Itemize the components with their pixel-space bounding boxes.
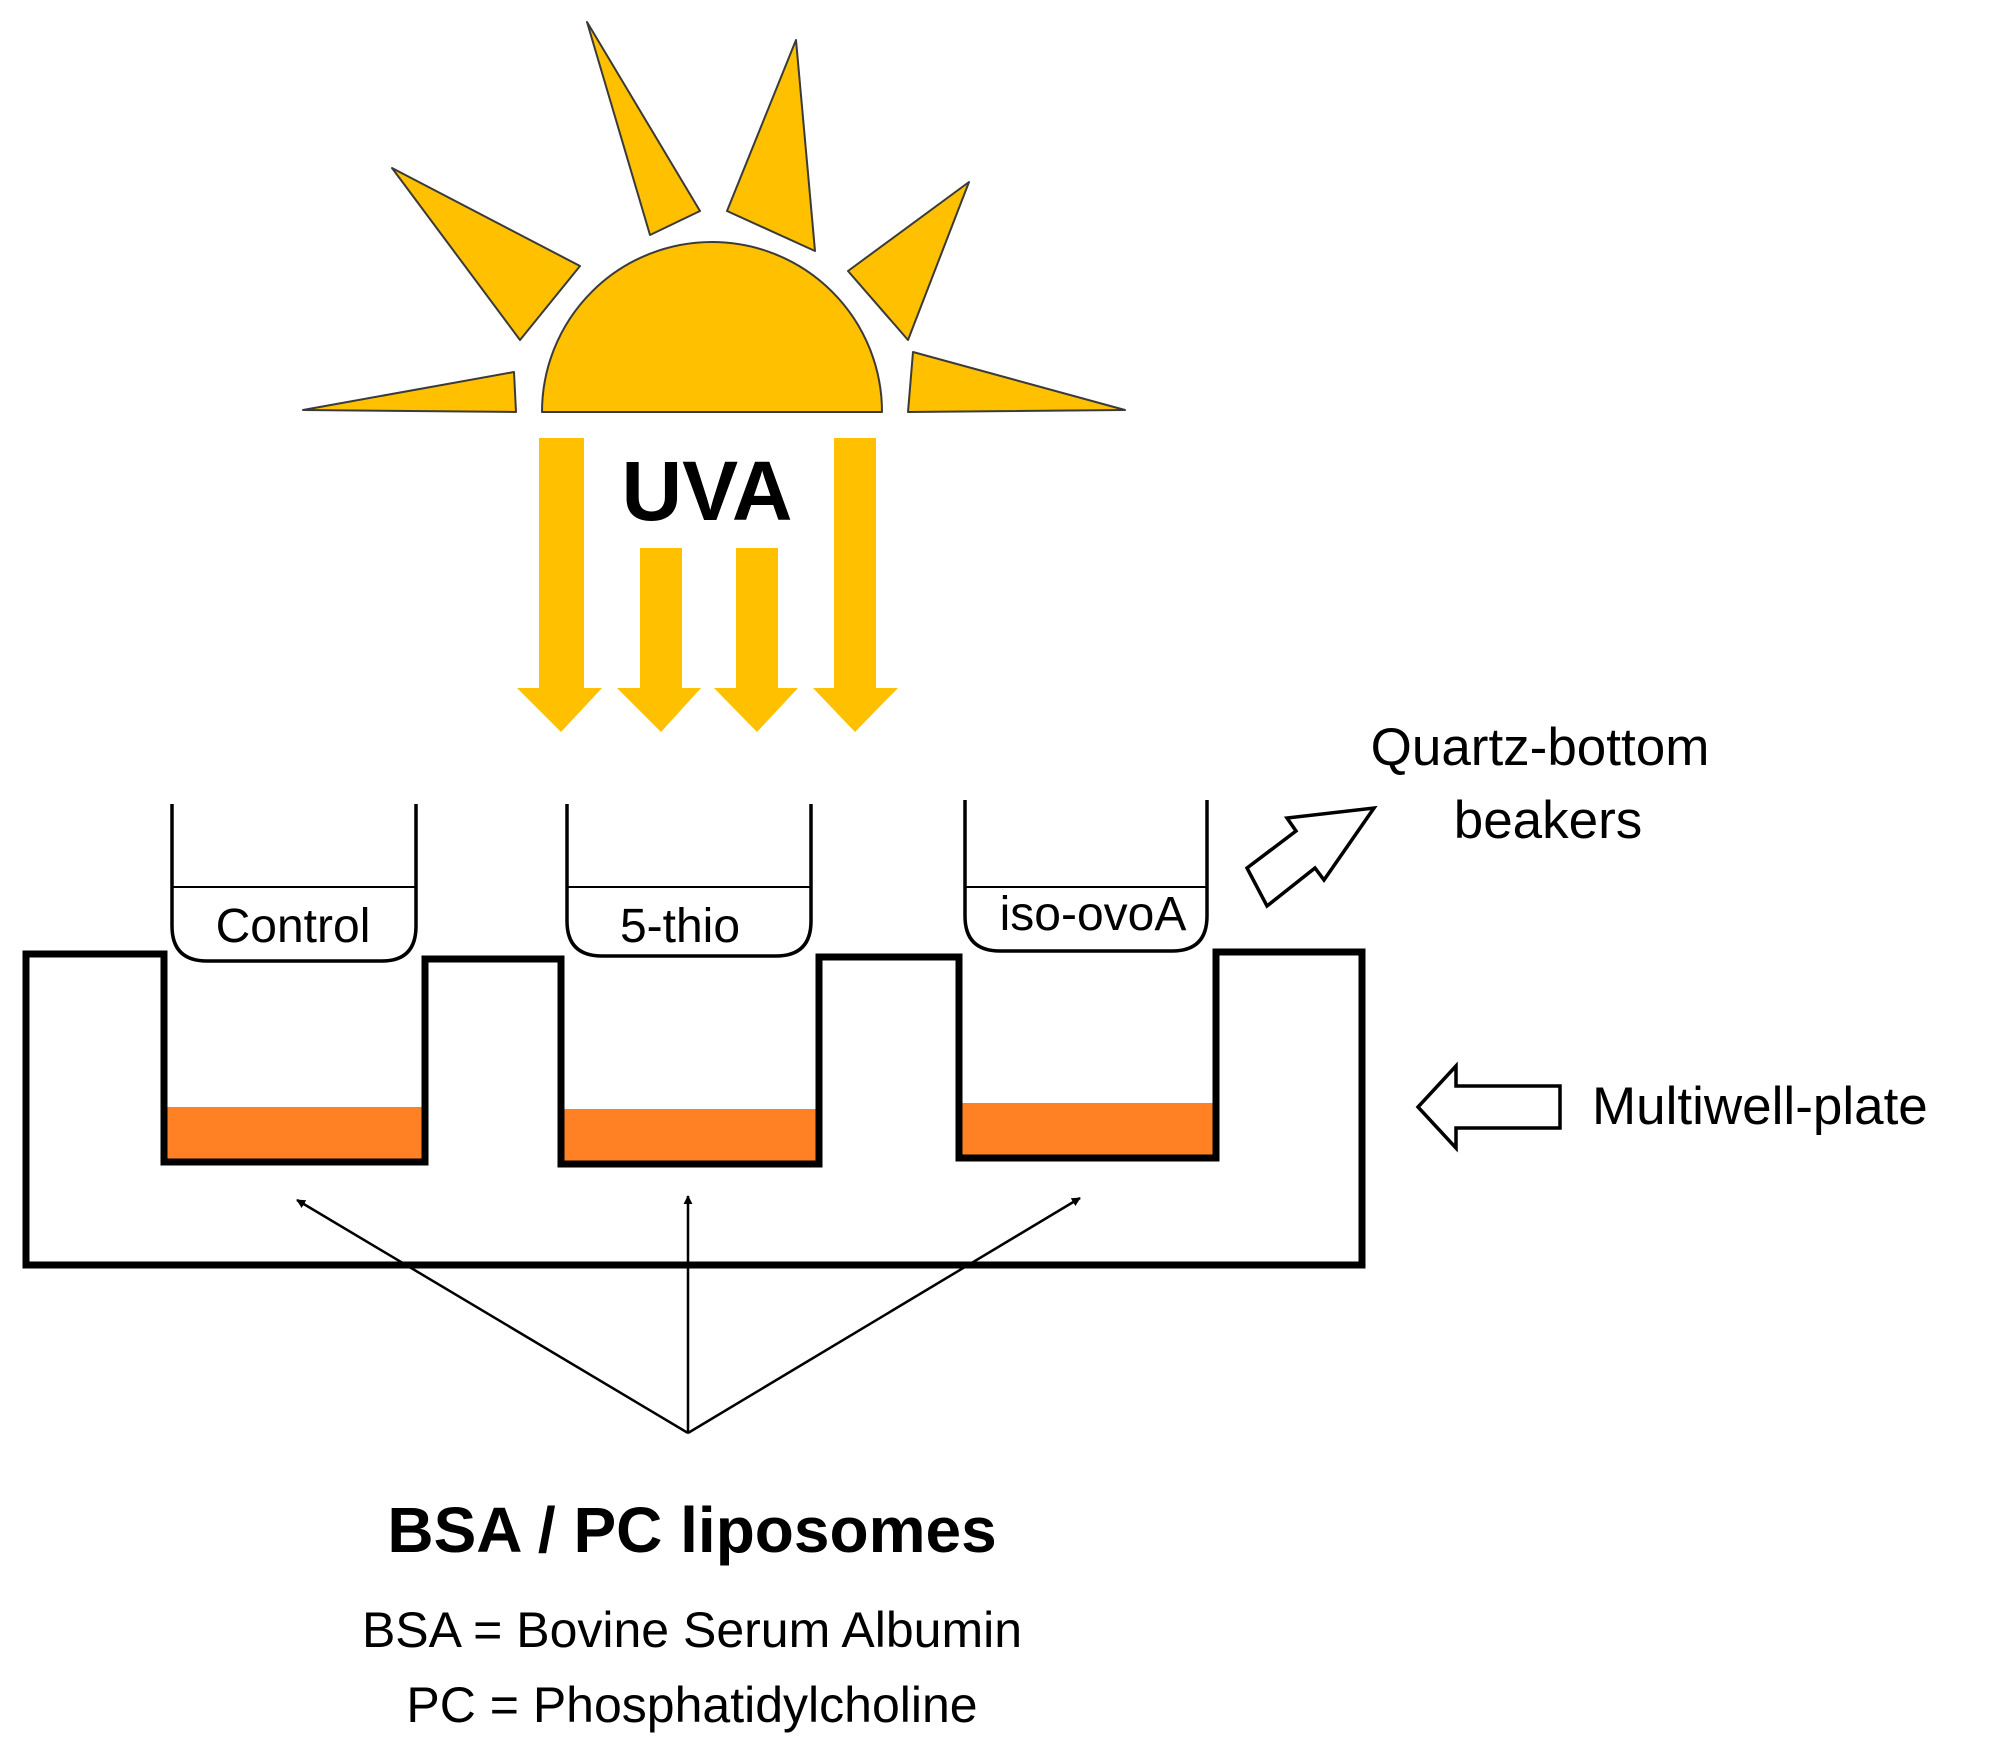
liquid-fill (561, 1109, 817, 1164)
sample-title: BSA / PC liposomes (387, 1494, 996, 1566)
uva-arrows (517, 438, 898, 732)
sample-pointer-arrows (296, 1195, 1081, 1435)
definition-pc: PC = Phosphatidylcholine (406, 1677, 977, 1733)
beaker-label-control: Control (216, 900, 371, 953)
liquid-fill (959, 1103, 1214, 1158)
uv-arrow (813, 438, 898, 732)
sun-ray (302, 371, 517, 413)
quartz-beakers: Control 5-thio iso-ovoA (170, 800, 1209, 963)
beaker-label-5-thio: 5-thio (620, 900, 740, 953)
liquid-fill (164, 1107, 424, 1162)
uv-arrow (517, 438, 602, 732)
pointer-to-iso-ovoa-well (687, 1196, 1081, 1435)
pointer-to-control-well (296, 1198, 689, 1435)
multiwell-plate (22, 948, 1366, 1269)
plate-outline (22, 948, 1366, 1269)
beaker-iso-ovoa: iso-ovoA (963, 800, 1209, 953)
sun-ray (907, 351, 1126, 413)
uva-label: UVA (621, 444, 792, 538)
beaker-control: Control (170, 804, 418, 963)
sun-ray (847, 181, 970, 341)
quartz-callout-arrow-icon (1244, 805, 1378, 909)
sun-ray (586, 21, 701, 236)
definition-bsa: BSA = Bovine Serum Albumin (362, 1602, 1022, 1658)
uv-arrow (617, 548, 701, 732)
quartz-label-line1: Quartz-bottom (1371, 718, 1710, 777)
sun-icon (302, 21, 1126, 413)
quartz-label-line2: beakers (1454, 791, 1643, 850)
sun-ray (726, 39, 816, 252)
sun-ray (391, 167, 581, 341)
beaker-label-iso-ovoa: iso-ovoA (1000, 888, 1187, 941)
plate-callout-arrow-icon (1415, 1061, 1562, 1153)
plate-label: Multiwell-plate (1592, 1077, 1928, 1136)
uv-arrow (714, 548, 798, 732)
sun-half-disc (541, 241, 883, 413)
beaker-5-thio: 5-thio (565, 804, 813, 958)
